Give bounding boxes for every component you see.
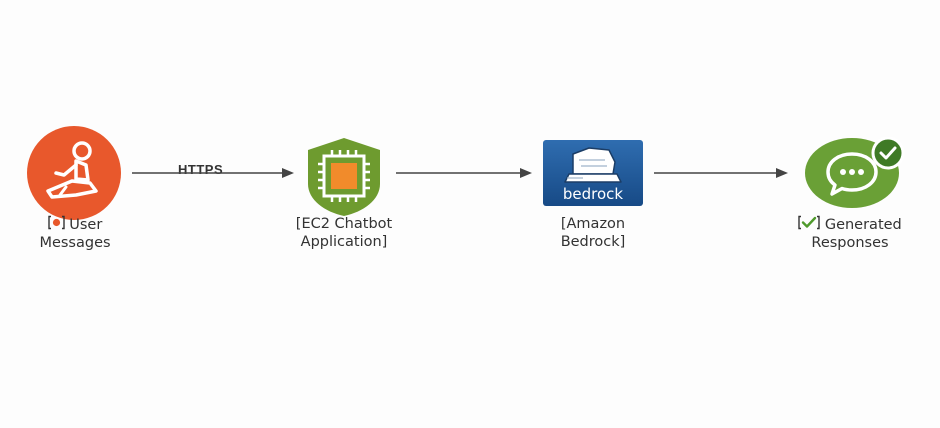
arrow-ec2-to-bedrock [396,168,532,178]
arrow-bedrock-to-responses [654,168,788,178]
node-label-ec2: [EC2 Chatbot Application] [295,216,393,250]
record-dot-icon [47,215,65,230]
user-icon [27,126,121,220]
check-mark-icon [798,215,820,230]
bedrock-icon: bedrock [543,140,643,206]
node-label-user: User Messages [39,215,111,251]
node-label-responses: Generated Responses [765,215,935,252]
chat-bubble-icon [805,137,905,208]
chip-icon [308,138,380,216]
bedrock-icon-text: bedrock [563,185,624,203]
node-label-bedrock: [Amazon Bedrock] [560,216,626,250]
arrow-user-to-ec2 [132,168,294,178]
